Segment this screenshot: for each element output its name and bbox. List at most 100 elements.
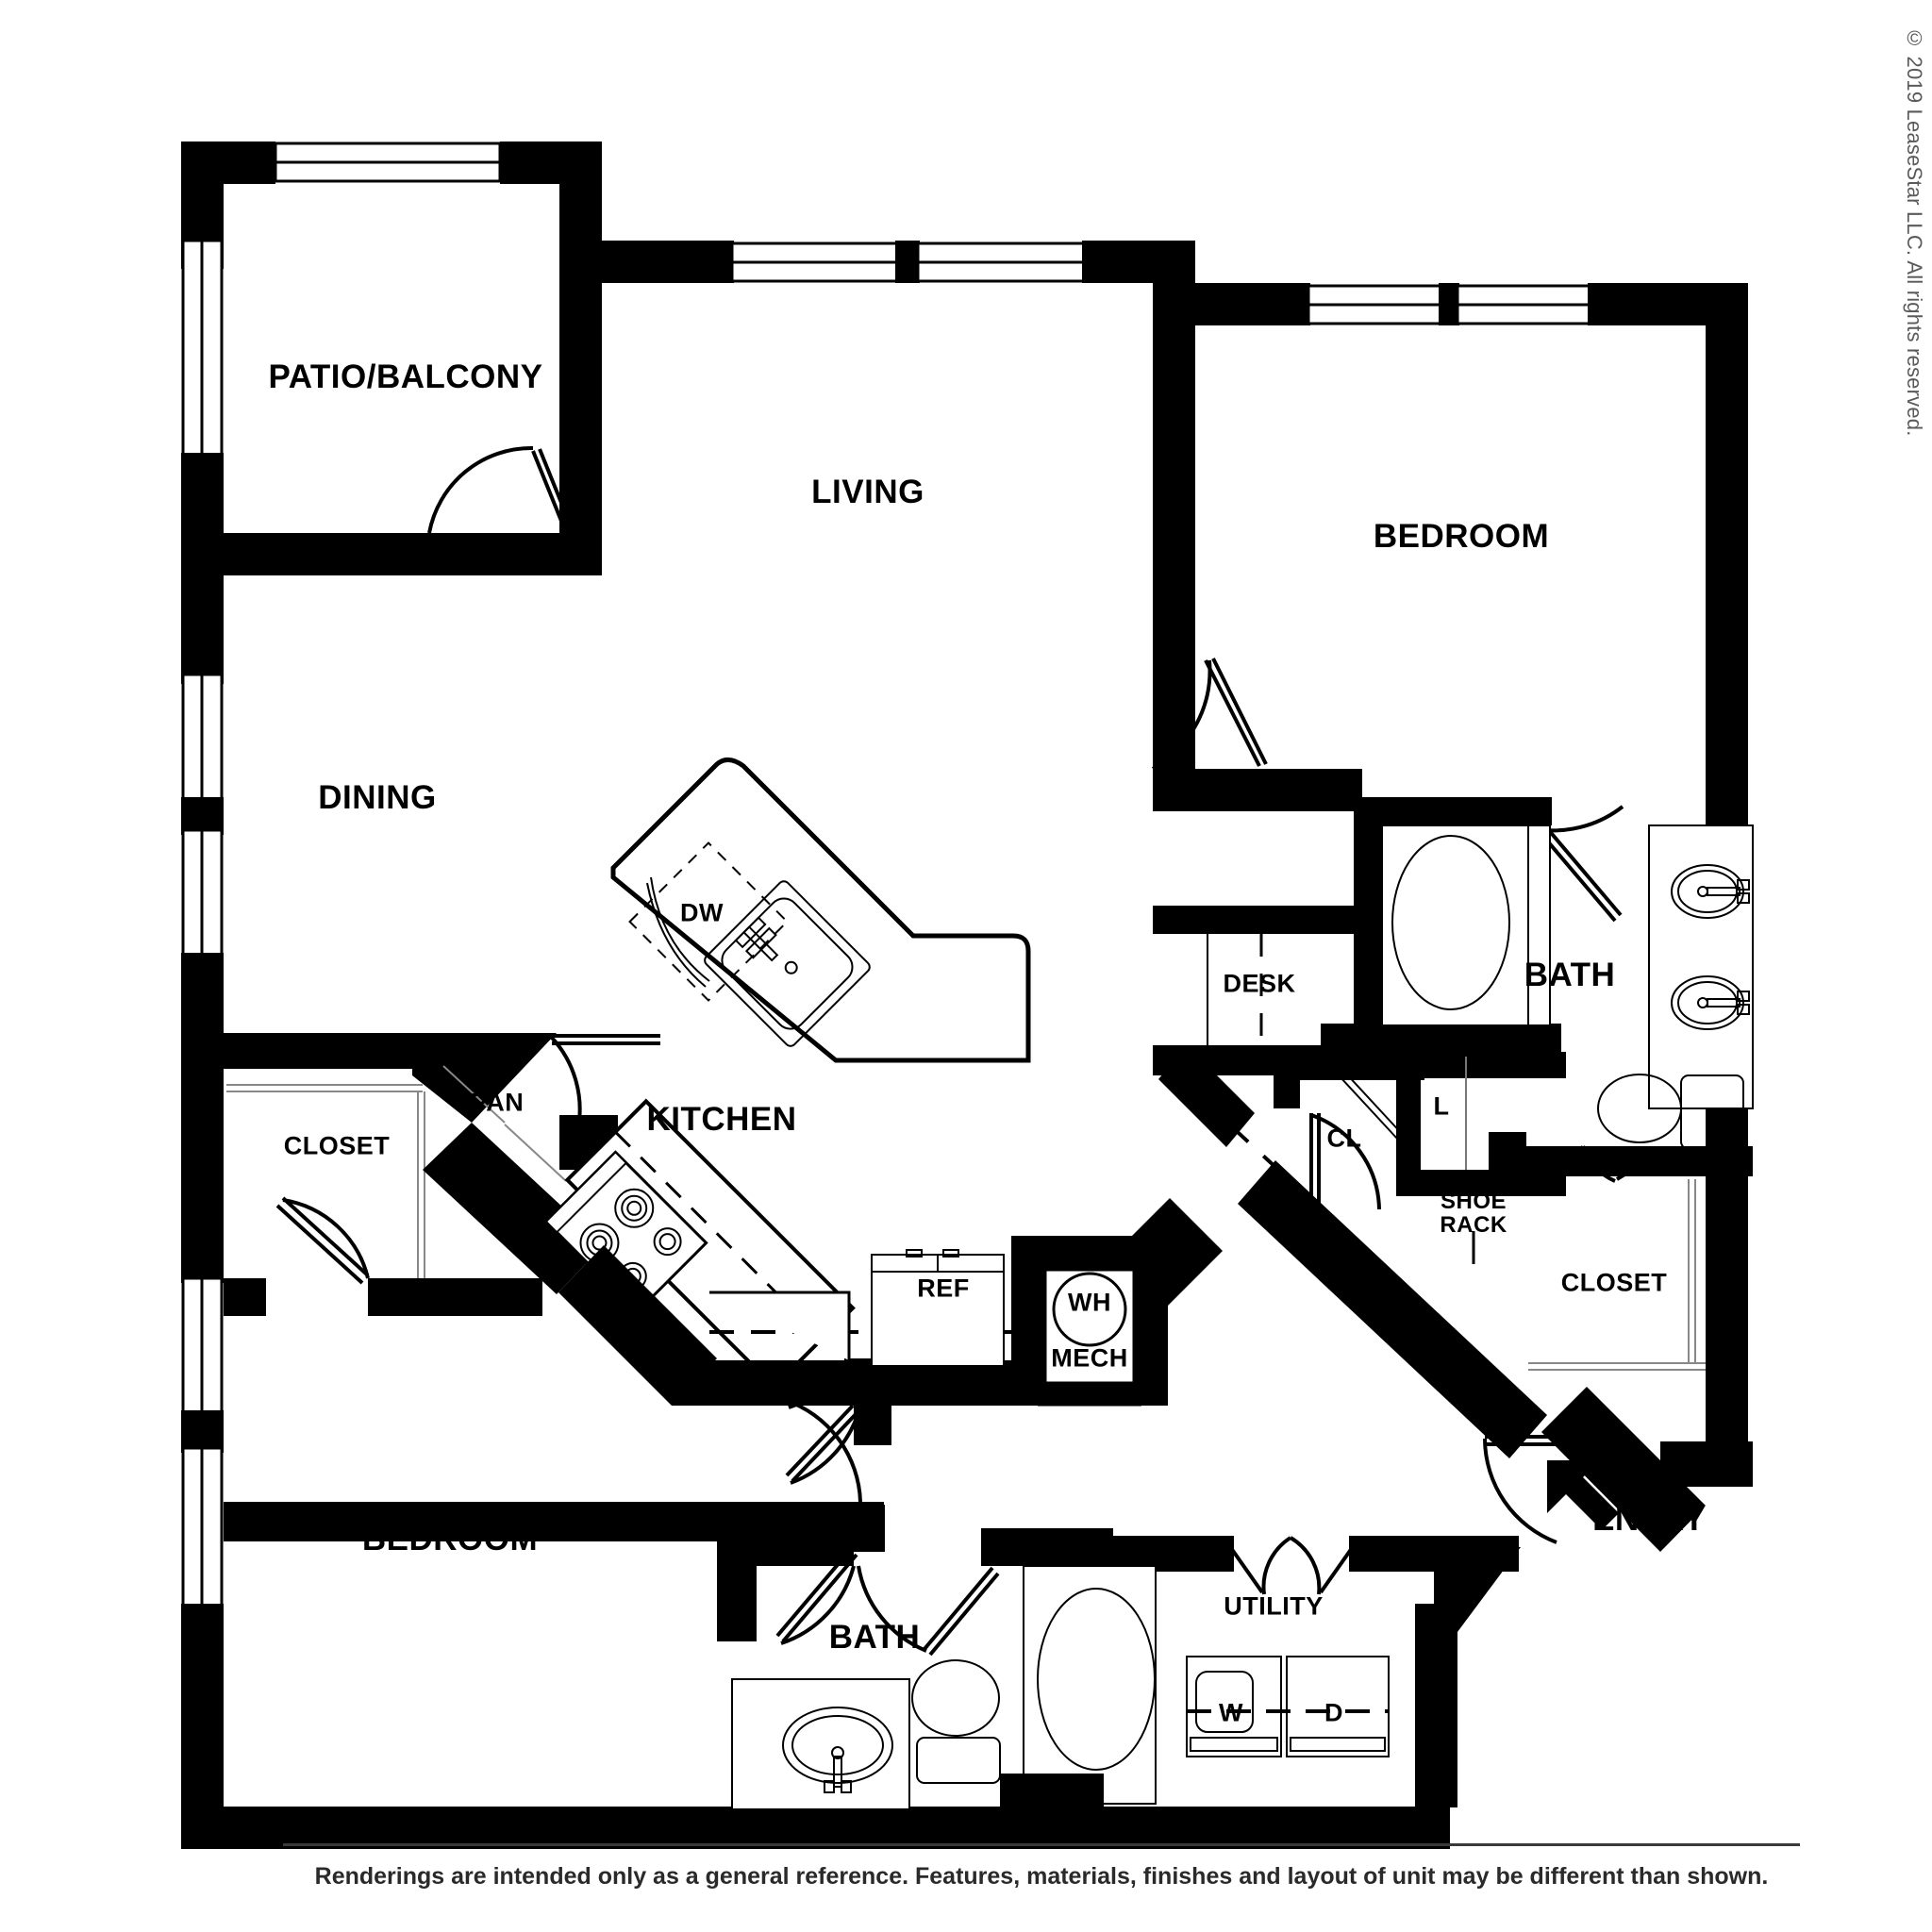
bath2-door-swing <box>780 1565 856 1645</box>
window-bed1-2 <box>1456 284 1591 325</box>
util-leaf-b <box>1319 1540 1358 1594</box>
utility-door-swing-r <box>1289 1536 1322 1595</box>
closet-left-shelf <box>226 1084 425 1288</box>
window-patio-top <box>274 142 502 183</box>
label-shoe-rack-line1: SHOE <box>1440 1188 1507 1214</box>
wall-pan-diag-upper <box>412 1033 557 1123</box>
patio-door-leaf-a <box>531 450 571 541</box>
room-label-utility: UTILITY <box>1224 1591 1324 1621</box>
refrigerator-icon <box>871 1249 1005 1367</box>
label-shoe-rack-line2: RACK <box>1440 1212 1507 1238</box>
room-label-bath-second: BATH <box>828 1619 921 1656</box>
label-refrigerator: REF <box>917 1274 970 1303</box>
wall-bed1-top-a <box>1195 283 1310 325</box>
pantry-shelf-a <box>442 1065 506 1124</box>
pantry-shelf-b <box>504 1124 567 1182</box>
walls-group <box>181 142 1754 1849</box>
wall-pan-diag-lower <box>423 1123 604 1294</box>
room-label-living: LIVING <box>811 474 924 510</box>
wall-hall-diag-lower <box>1238 1160 1547 1458</box>
bathtub-bath2 <box>1023 1565 1157 1805</box>
window-left-3 <box>181 1276 224 1422</box>
closet-left-door-swing <box>282 1198 370 1279</box>
label-linen: L <box>1433 1091 1450 1121</box>
wall-bed1-mullion <box>1439 283 1459 325</box>
bed2-door-swing <box>784 1398 862 1503</box>
sink-bath2 <box>782 1707 893 1784</box>
wall-bath2-right <box>1000 1774 1104 1809</box>
wall-bath1-tub-bottom <box>1354 1024 1561 1054</box>
label-desk: DESK <box>1223 969 1296 998</box>
label-washer: W <box>1219 1698 1243 1727</box>
window-left-2 <box>181 828 224 964</box>
room-label-bedroom-master: BEDROOM <box>1373 518 1550 555</box>
window-bed1-1 <box>1307 284 1442 325</box>
room-label-closet-left: CLOSET <box>283 1131 391 1160</box>
room-label-dining: DINING <box>318 779 437 816</box>
wall-closet-left-bottom-a <box>224 1278 266 1316</box>
sink-master-2 <box>1671 975 1744 1030</box>
wall-bed1-bottom-a <box>1153 769 1362 811</box>
wall-living-top-a <box>602 241 734 283</box>
room-label-closet-right: CLOSET <box>1560 1268 1668 1297</box>
kitchen-sink-icon <box>704 880 871 1047</box>
patio-door-leaf-b <box>538 448 577 539</box>
kitchen-island <box>610 758 1031 1063</box>
wall-living-right <box>1153 241 1195 769</box>
window-left-1 <box>181 673 224 808</box>
wall-entry-diag <box>1541 1387 1706 1552</box>
water-heater-icon <box>1052 1272 1127 1347</box>
footer: Renderings are intended only as a genera… <box>283 1843 1800 1890</box>
wall-linen-right-stub <box>1489 1132 1526 1172</box>
label-shoe-rack: SHOE RACK <box>1440 1188 1507 1238</box>
label-dishwasher: DW <box>680 898 724 927</box>
label-water-heater: WH <box>1068 1288 1111 1317</box>
vanity-master <box>1648 824 1754 1109</box>
window-living-1 <box>730 242 899 283</box>
bed1-door-swing <box>1152 659 1212 771</box>
wall-ext-left-a <box>181 566 224 684</box>
bath2-leaf2-b <box>928 1572 1000 1657</box>
bath1-door-leaf-a <box>1545 826 1623 917</box>
util-leaf-a <box>1224 1540 1264 1594</box>
entry-arrow-icon <box>1547 1460 1619 1530</box>
utility-door-swing-l <box>1261 1536 1292 1595</box>
copyright-notice: © 2019 LeaseStar LLC. All rights reserve… <box>1903 26 1926 437</box>
mech-door <box>1038 1396 1141 1407</box>
wall-entry-right <box>1660 1441 1753 1487</box>
footer-divider <box>283 1843 1800 1846</box>
cldl-b <box>275 1204 364 1285</box>
dishwasher-icon <box>628 841 789 1002</box>
wall-utility-right <box>1415 1604 1457 1807</box>
dishwasher-door-arc <box>646 876 710 988</box>
bed1-door-leaf-b <box>1211 658 1268 765</box>
dryer-box <box>1286 1656 1390 1757</box>
kpd-b <box>785 1404 855 1477</box>
wall-desk-top <box>1153 906 1365 934</box>
vanity-bath2 <box>731 1678 910 1810</box>
wall-closet-left-bottom-b <box>368 1278 542 1316</box>
cl-door-swing <box>1310 1113 1381 1210</box>
label-mechanical: MECH <box>1051 1343 1128 1373</box>
sink-master-1 <box>1671 864 1744 919</box>
toilet-bath2 <box>911 1659 1001 1784</box>
label-pantry: PAN <box>470 1088 525 1117</box>
wall-closet-left-top <box>224 1033 412 1069</box>
entry-door-swing <box>1483 1438 1557 1544</box>
kitchen-counter-lower <box>709 1291 851 1360</box>
label-coat-closet: CL <box>1326 1124 1362 1153</box>
wall-bath1-top <box>1354 797 1552 825</box>
patio-door-swing <box>427 445 534 534</box>
wall-patio-bottom <box>181 533 602 575</box>
label-dryer: D <box>1324 1698 1343 1727</box>
cldl-a <box>281 1196 370 1277</box>
room-label-patio-balcony: PATIO/BALCONY <box>268 358 543 395</box>
wall-closet-right-top <box>1526 1146 1753 1176</box>
wall-living-mullion <box>895 241 920 283</box>
bathtub-master <box>1381 824 1551 1026</box>
window-living-2 <box>916 242 1086 283</box>
kitchen-pass-door-swing <box>790 1405 862 1485</box>
bath1-door-leaf-b <box>1540 832 1617 923</box>
